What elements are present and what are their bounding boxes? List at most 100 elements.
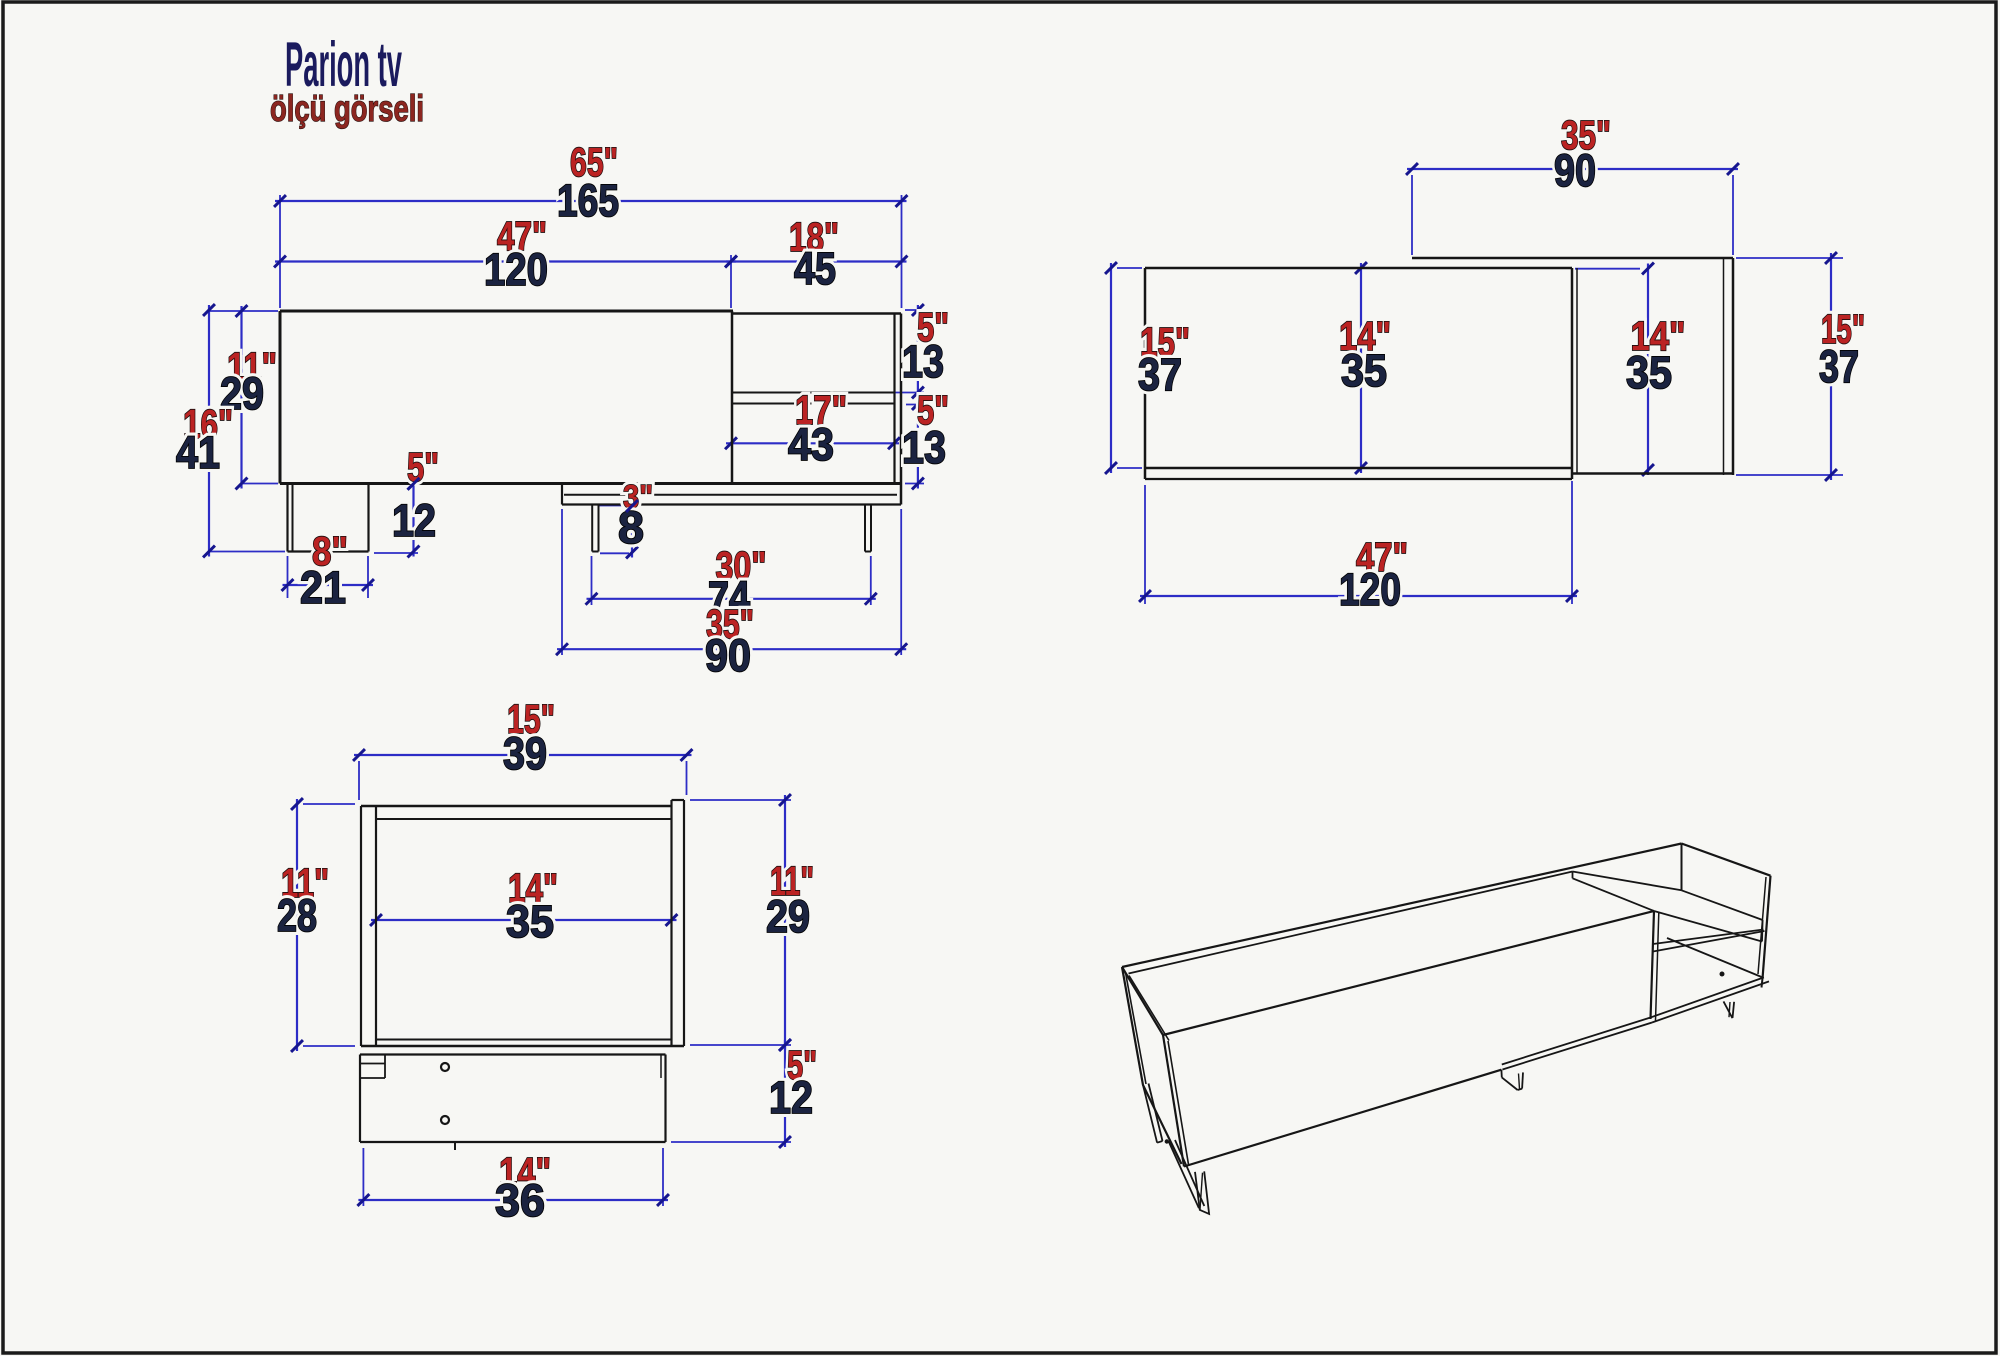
svg-text:15": 15" <box>1140 319 1190 365</box>
svg-text:120: 120 <box>1339 564 1401 615</box>
svg-text:35: 35 <box>1341 345 1387 396</box>
svg-text:90: 90 <box>1554 145 1596 196</box>
svg-text:13: 13 <box>902 422 946 473</box>
svg-text:37: 37 <box>1138 349 1182 400</box>
svg-text:14": 14" <box>1339 313 1391 359</box>
svg-text:41: 41 <box>176 427 220 478</box>
svg-text:8: 8 <box>618 502 644 553</box>
svg-text:120: 120 <box>1339 564 1401 615</box>
svg-text:120: 120 <box>484 244 548 295</box>
svg-text:12: 12 <box>392 495 436 546</box>
svg-text:43: 43 <box>788 419 834 470</box>
svg-text:11": 11" <box>770 858 814 904</box>
svg-text:5": 5" <box>787 1042 817 1088</box>
svg-text:35": 35" <box>1561 112 1611 158</box>
svg-text:28: 28 <box>277 890 317 941</box>
svg-text:43: 43 <box>788 419 834 470</box>
svg-text:30": 30" <box>716 543 767 589</box>
svg-text:14": 14" <box>508 865 558 911</box>
svg-text:11": 11" <box>281 860 329 906</box>
svg-text:37: 37 <box>1138 349 1182 400</box>
svg-text:3": 3" <box>623 478 653 515</box>
svg-text:47": 47" <box>497 213 547 259</box>
svg-text:65": 65" <box>570 139 618 185</box>
svg-text:5": 5" <box>407 444 439 490</box>
svg-text:12: 12 <box>769 1072 813 1123</box>
svg-text:74: 74 <box>708 572 750 623</box>
svg-text:74: 74 <box>708 572 750 623</box>
svg-text:Parion tv: Parion tv <box>285 30 402 100</box>
svg-text:45: 45 <box>794 243 836 294</box>
svg-text:15": 15" <box>1821 306 1865 352</box>
svg-text:165: 165 <box>557 175 619 226</box>
svg-text:29: 29 <box>220 368 264 419</box>
svg-text:35": 35" <box>706 601 754 647</box>
svg-text:41: 41 <box>176 427 220 478</box>
svg-text:14": 14" <box>1631 313 1686 359</box>
svg-text:17": 17" <box>795 387 847 433</box>
svg-text:35: 35 <box>506 896 554 947</box>
svg-text:ölçü görseli: ölçü görseli <box>270 88 424 129</box>
svg-text:21: 21 <box>300 562 346 613</box>
svg-text:39: 39 <box>503 728 547 779</box>
svg-text:47": 47" <box>1356 534 1408 580</box>
svg-text:15": 15" <box>507 696 555 742</box>
svg-text:18": 18" <box>789 214 839 260</box>
svg-text:35": 35" <box>706 601 754 647</box>
svg-text:13: 13 <box>902 336 944 387</box>
svg-text:90: 90 <box>705 630 751 681</box>
svg-text:37: 37 <box>1819 341 1859 392</box>
svg-text:5": 5" <box>917 304 949 350</box>
svg-text:90: 90 <box>1554 145 1596 196</box>
svg-text:15": 15" <box>1821 306 1865 352</box>
svg-text:36: 36 <box>495 1175 545 1226</box>
svg-text:35: 35 <box>506 896 554 947</box>
svg-text:37: 37 <box>1819 341 1859 392</box>
svg-text:8": 8" <box>312 528 348 574</box>
svg-text:90: 90 <box>705 630 751 681</box>
svg-text:120: 120 <box>484 244 548 295</box>
svg-text:28: 28 <box>277 890 317 941</box>
svg-text:39: 39 <box>503 728 547 779</box>
svg-text:12: 12 <box>769 1072 813 1123</box>
svg-text:47": 47" <box>1356 534 1408 580</box>
svg-text:35: 35 <box>1626 347 1672 398</box>
svg-text:16": 16" <box>183 401 233 447</box>
svg-text:47": 47" <box>497 213 547 259</box>
svg-text:13: 13 <box>902 336 944 387</box>
svg-text:36: 36 <box>495 1175 545 1226</box>
svg-text:14": 14" <box>1631 313 1686 359</box>
svg-text:5": 5" <box>917 387 949 433</box>
svg-text:17": 17" <box>795 387 847 433</box>
svg-text:35: 35 <box>1341 345 1387 396</box>
svg-text:8": 8" <box>312 528 348 574</box>
svg-text:14": 14" <box>508 865 558 911</box>
svg-text:65": 65" <box>570 139 618 185</box>
svg-text:165: 165 <box>557 175 619 226</box>
svg-text:35: 35 <box>1626 347 1672 398</box>
svg-text:11": 11" <box>281 860 329 906</box>
svg-text:5": 5" <box>787 1042 817 1088</box>
svg-text:5": 5" <box>407 444 439 490</box>
svg-text:29: 29 <box>766 891 810 942</box>
svg-text:11": 11" <box>227 344 277 390</box>
svg-text:5": 5" <box>917 387 949 433</box>
svg-text:30": 30" <box>716 543 767 589</box>
svg-text:29: 29 <box>766 891 810 942</box>
svg-text:14": 14" <box>499 1149 551 1195</box>
svg-text:12: 12 <box>392 495 436 546</box>
svg-text:15": 15" <box>507 696 555 742</box>
svg-text:14": 14" <box>1339 313 1391 359</box>
svg-text:11": 11" <box>770 858 814 904</box>
svg-text:16": 16" <box>183 401 233 447</box>
svg-text:5": 5" <box>917 304 949 350</box>
svg-text:11": 11" <box>227 344 277 390</box>
svg-text:15": 15" <box>1140 319 1190 365</box>
svg-text:45: 45 <box>794 243 836 294</box>
svg-text:21: 21 <box>300 562 346 613</box>
svg-text:29: 29 <box>220 368 264 419</box>
svg-text:18": 18" <box>789 214 839 260</box>
svg-text:14": 14" <box>499 1149 551 1195</box>
svg-text:13: 13 <box>902 422 946 473</box>
svg-text:35": 35" <box>1561 112 1611 158</box>
